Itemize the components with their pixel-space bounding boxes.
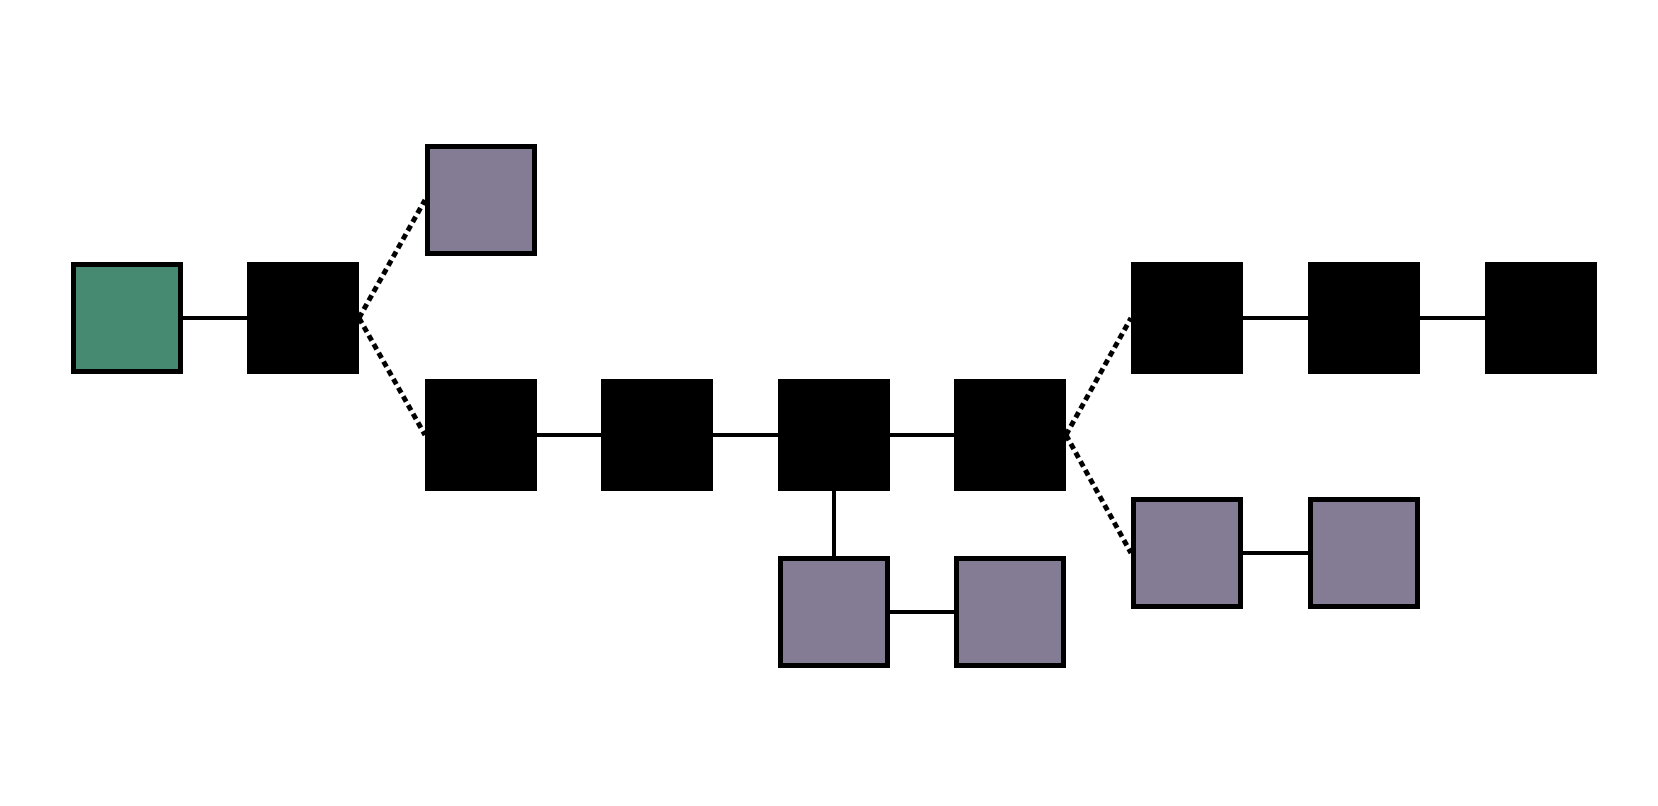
orphan-block-orphan-b1 — [778, 556, 890, 668]
orphan-block-orphan-a — [425, 144, 537, 256]
edge-block-1-to-block-2 — [356, 316, 428, 437]
orphan-block-orphan-c1 — [1131, 497, 1243, 609]
main-chain-block-block-5 — [954, 379, 1066, 491]
nodes-layer — [71, 144, 1597, 668]
main-chain-block-block-7 — [1308, 262, 1420, 374]
edge-block-5-to-block-6 — [1063, 316, 1134, 437]
edge-block-5-to-orphan-c1 — [1063, 433, 1134, 555]
genesis-block-genesis — [71, 262, 183, 374]
main-chain-block-block-4 — [778, 379, 890, 491]
orphan-block-orphan-c2 — [1308, 497, 1420, 609]
main-chain-block-block-2 — [425, 379, 537, 491]
edges-layer — [183, 198, 1485, 614]
edge-block-1-to-orphan-a — [356, 198, 428, 320]
main-chain-block-block-6 — [1131, 262, 1243, 374]
main-chain-block-block-8 — [1485, 262, 1597, 374]
main-chain-block-block-3 — [601, 379, 713, 491]
orphan-block-orphan-b2 — [954, 556, 1066, 668]
main-chain-block-block-1 — [247, 262, 359, 374]
